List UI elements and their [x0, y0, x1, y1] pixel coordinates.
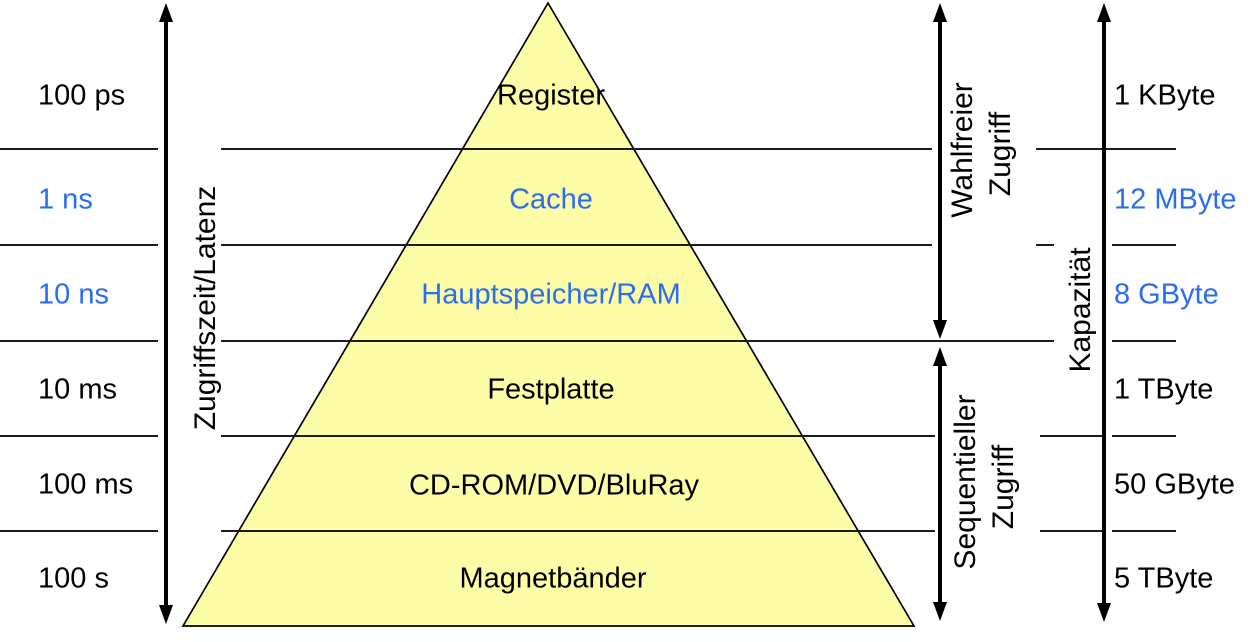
arrow-down-icon: [933, 320, 947, 339]
latency-label-tape: 100 s: [38, 562, 109, 595]
latency-label-festplatte: 10 ms: [38, 373, 117, 406]
random-access-arrow: [932, 3, 948, 339]
arrow-down-icon: [159, 605, 173, 624]
arrow-down-icon: [1097, 603, 1111, 622]
sequential-access-label-line1: Sequentieller: [949, 394, 982, 570]
separator-line: [0, 340, 158, 342]
separator-line: [1112, 435, 1176, 437]
separator-line: [1040, 435, 1102, 437]
separator-line: [1036, 148, 1176, 150]
sequential-access-arrow: [932, 347, 948, 621]
capacity-label-register: 1 KByte: [1114, 79, 1216, 112]
capacity-label-tape: 5 TByte: [1114, 562, 1214, 595]
separator-line: [1112, 340, 1176, 342]
separator-line: [0, 148, 158, 150]
random-access-label-line2: Zugriff: [984, 111, 1017, 197]
separator-line: [1036, 244, 1054, 246]
separator-line: [221, 148, 932, 150]
separator-line: [1040, 530, 1102, 532]
level-label-festplatte: Festplatte: [487, 373, 615, 406]
capacity-label-optical: 50 GByte: [1114, 468, 1235, 501]
level-label-ram: Hauptspeicher/RAM: [421, 278, 681, 311]
separator-line: [221, 340, 1054, 342]
arrow-up-icon: [159, 3, 173, 22]
level-label-register: Register: [497, 79, 605, 112]
arrow-up-icon: [1097, 3, 1111, 22]
latency-label-ram: 10 ns: [38, 278, 109, 311]
capacity-axis-arrow: [1096, 3, 1112, 622]
arrow-up-icon: [933, 347, 947, 366]
capacity-label-festplatte: 1 TByte: [1114, 373, 1214, 406]
latency-axis-arrow: [158, 3, 174, 624]
capacity-label-cache: 12 MByte: [1114, 183, 1237, 216]
separator-line: [221, 435, 935, 437]
separator-line: [0, 530, 158, 532]
separator-line: [221, 530, 935, 532]
level-label-optical: CD-ROM/DVD/BluRay: [408, 469, 700, 502]
arrow-down-icon: [933, 602, 947, 621]
latency-label-optical: 100 ms: [38, 468, 134, 501]
latency-axis-label: Zugriffszeit/Latenz: [189, 185, 222, 431]
sequential-access-label-line2: Zugriff: [987, 444, 1020, 530]
random-access-label-line1: Wahlfreier: [946, 82, 979, 218]
separator-line: [1112, 244, 1176, 246]
separator-line: [0, 244, 158, 246]
level-label-tape: Magnetbänder: [459, 562, 647, 595]
separator-line: [0, 435, 158, 437]
latency-label-cache: 1 ns: [38, 183, 93, 216]
separator-line: [1112, 530, 1176, 532]
latency-label-register: 100 ps: [38, 79, 126, 112]
level-label-cache: Cache: [509, 183, 593, 216]
capacity-label-ram: 8 GByte: [1114, 278, 1219, 311]
pyramid-shape: [181, 1, 916, 627]
capacity-axis-label: Kapazität: [1064, 247, 1097, 373]
arrow-up-icon: [933, 3, 947, 22]
separator-line: [221, 244, 932, 246]
